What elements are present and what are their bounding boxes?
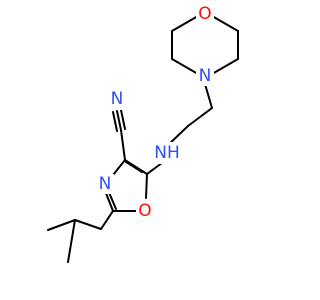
atom-label-morpholine-o: O [198, 4, 211, 24]
nitrile-group [112, 109, 126, 161]
bond-ch2-ch2 [187, 107, 213, 127]
bond-morph-o-c6 [211, 15, 239, 32]
atom-nitrile-nitrogen: N [108, 88, 126, 110]
bond-ch-ch3-a [47, 219, 76, 231]
bond-c5-c4 [124, 159, 148, 175]
atom-label-nh: NH [154, 143, 180, 163]
atom-label-oxazole-n: N [99, 174, 112, 194]
bond-ch-ch3-b [67, 219, 76, 263]
bond-morph-n-ch2 [204, 83, 213, 109]
atom-oxazole-nitrogen: N [96, 174, 114, 194]
atom-label-oxazole-o: O [138, 201, 151, 221]
atom-morpholine-nitrogen: N [196, 66, 214, 86]
ethylene-linker [165, 83, 213, 148]
bond-ch2-ch [74, 219, 102, 230]
atom-morpholine-oxygen: O [196, 4, 214, 24]
bond-morph-c5-n [211, 58, 239, 75]
bond-cn-triple-1 [116, 110, 122, 131]
bond-c4-cn [120, 129, 126, 161]
atom-amine-nitrogen: NH [154, 142, 180, 164]
atom-label-nitrile-n: N [111, 89, 124, 109]
bond-c2-ch2 [100, 210, 114, 230]
bond-o1-c5 [145, 173, 148, 199]
bond-morph-o-c2 [171, 15, 199, 32]
atom-label-morpholine-n: N [199, 66, 212, 86]
isobutyl-chain [47, 210, 114, 263]
bond-cn-triple-2 [120, 109, 126, 130]
bond-cn-triple-3 [112, 111, 118, 132]
morpholine-ring [171, 15, 239, 75]
bond-c5-c4-double [125, 161, 143, 173]
atom-oxazole-oxygen: O [136, 200, 154, 222]
bond-morph-c3-n [171, 58, 199, 75]
molecule-structure: O N NH N N O [47, 4, 239, 263]
